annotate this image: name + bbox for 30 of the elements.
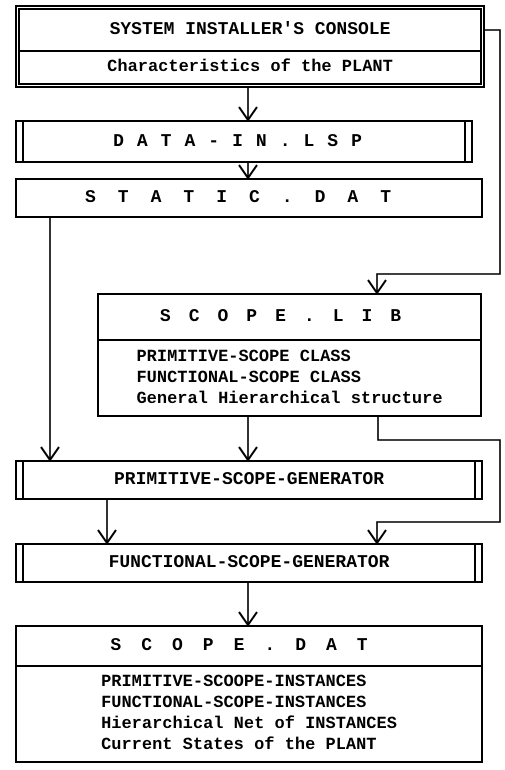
data-file-box [15, 178, 483, 218]
arrow [238, 583, 258, 626]
program-box [15, 460, 483, 500]
box-text: PRIMITIVE-SCOPE CLASS [136, 346, 351, 368]
box-heading: STATIC.DAT [84, 187, 414, 209]
box-heading: SCOPE.DAT [110, 635, 388, 657]
box-heading: FUNCTIONAL-SCOPE-GENERATOR [108, 552, 390, 574]
console-box [15, 5, 485, 88]
arrow [40, 218, 60, 461]
box-text: Hierarchical Net of INSTANCES [101, 714, 397, 735]
box-heading: SCOPE.LIB [160, 306, 420, 328]
box-text: Current States of the PLANT [101, 735, 377, 756]
arrow [238, 88, 258, 121]
arrow [367, 417, 501, 544]
box-text: FUNCTIONAL-SCOPE-INSTANCES [101, 693, 366, 714]
box-text: PRIMITIVE-SCOOPE-INSTANCES [101, 672, 366, 693]
library-box [97, 293, 482, 417]
program-box [15, 543, 483, 583]
box-heading: DATA-IN.LSP [113, 130, 375, 152]
program-box [15, 120, 473, 163]
arrow [238, 163, 258, 179]
box-heading: SYSTEM INSTALLER'S CONSOLE [110, 19, 390, 41]
arrow [367, 29, 501, 294]
box-text: General Hierarchical structure [136, 388, 443, 410]
data-file-box [15, 625, 483, 763]
box-heading: PRIMITIVE-SCOPE-GENERATOR [114, 469, 384, 491]
box-text: FUNCTIONAL-SCOPE CLASS [136, 368, 361, 388]
box-text: Characteristics of the PLANT [107, 57, 393, 78]
arrow [238, 417, 258, 461]
arrow [97, 500, 117, 544]
